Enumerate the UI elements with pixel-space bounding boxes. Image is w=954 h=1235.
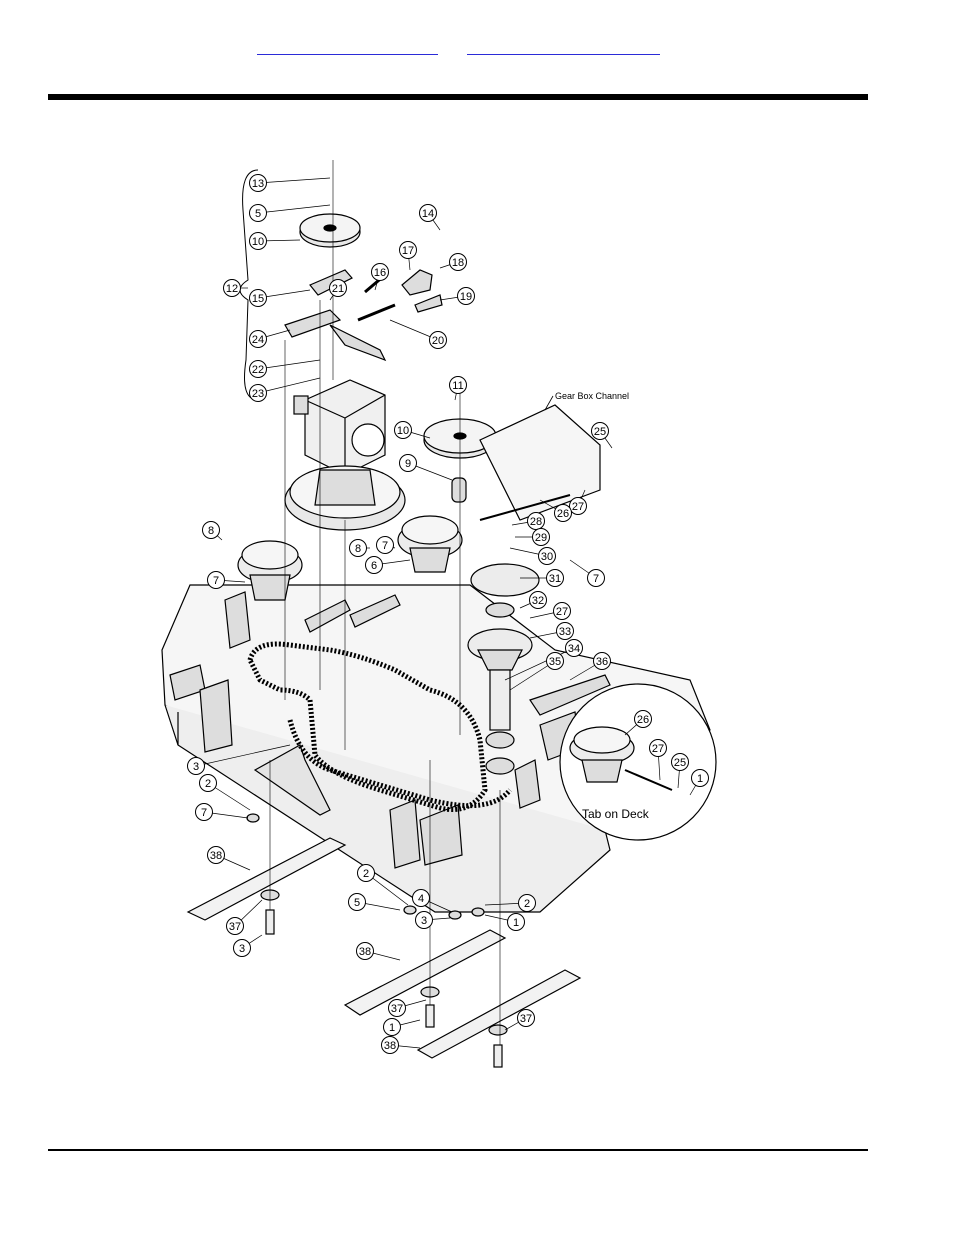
callout-7: 7: [570, 560, 605, 587]
callout-number: 8: [208, 525, 214, 537]
callout-number: 32: [532, 595, 544, 607]
callout-number: 10: [252, 236, 264, 248]
callout-number: 3: [193, 761, 199, 773]
callout-number: 9: [405, 458, 411, 470]
callout-number: 3: [421, 915, 427, 927]
callout-6: 6: [366, 557, 411, 574]
callout-17: 17: [400, 242, 417, 271]
callout-13: 13: [250, 175, 331, 192]
callout-number: 25: [674, 757, 686, 769]
callout-number: 38: [210, 850, 222, 862]
callout-24: 24: [250, 330, 291, 348]
mower-deck-exploded-diagram: Gear Box Channel Tab on Deck 13510121521…: [150, 140, 725, 1080]
callout-number: 38: [384, 1040, 396, 1052]
callout-number: 18: [452, 257, 464, 269]
callout-38: 38: [382, 1037, 421, 1054]
callout-number: 16: [374, 267, 386, 279]
callout-number: 30: [541, 551, 553, 563]
callout-20: 20: [390, 320, 447, 349]
callout-number: 8: [355, 543, 361, 555]
callout-number: 11: [452, 380, 463, 392]
callout-9: 9: [400, 455, 453, 481]
callout-number: 26: [637, 714, 649, 726]
callout-number: 4: [418, 893, 424, 905]
callout-38: 38: [208, 847, 251, 871]
callout-14: 14: [420, 205, 441, 231]
callout-number: 1: [697, 773, 703, 785]
blade-center: [345, 930, 505, 1015]
callout-10: 10: [250, 233, 301, 250]
callout-number: 7: [213, 575, 219, 587]
callout-number: 2: [363, 868, 369, 880]
gear-box-channel-label: Gear Box Channel: [555, 391, 629, 401]
callout-8: 8: [203, 522, 223, 541]
spindle-assembly-center: [398, 516, 462, 572]
callout-number: 29: [535, 532, 547, 544]
callout-number: 1: [513, 917, 519, 929]
header-link-2[interactable]: [467, 38, 660, 55]
callout-number: 22: [252, 364, 264, 376]
callout-number: 15: [252, 293, 264, 305]
callout-number: 19: [460, 291, 472, 303]
callout-number: 37: [391, 1003, 403, 1015]
callout-7: 7: [377, 537, 396, 554]
header-link-1[interactable]: [257, 38, 438, 55]
callout-number: 14: [422, 208, 434, 220]
callout-number: 26: [557, 508, 569, 520]
callout-1: 1: [485, 914, 525, 931]
callout-18: 18: [440, 254, 467, 271]
callout-number: 38: [359, 946, 371, 958]
callout-number: 17: [402, 245, 414, 257]
callout-number: 20: [432, 335, 444, 347]
callout-number: 2: [205, 778, 211, 790]
callout-number: 2: [524, 898, 530, 910]
callout-number: 27: [652, 743, 664, 755]
callout-37: 37: [389, 1000, 427, 1017]
callout-7: 7: [196, 804, 249, 821]
callout-number: 31: [549, 573, 561, 585]
callout-number: 7: [382, 540, 388, 552]
callout-number: 27: [572, 501, 584, 513]
callout-number: 7: [201, 807, 207, 819]
callout-3: 3: [416, 912, 451, 929]
callout-15: 15: [250, 290, 311, 307]
callout-30: 30: [510, 548, 556, 565]
callout-number: 27: [556, 606, 568, 618]
callout-number: 25: [594, 426, 606, 438]
callout-number: 21: [332, 283, 344, 295]
callout-number: 37: [229, 921, 241, 933]
callout-21: 21: [330, 280, 347, 301]
callout-number: 5: [354, 897, 360, 909]
callout-19: 19: [440, 288, 475, 305]
callout-number: 37: [520, 1013, 532, 1025]
callout-5: 5: [349, 894, 401, 911]
header-rule: [48, 94, 868, 100]
callout-number: 35: [549, 656, 561, 668]
callout-number: 6: [371, 560, 377, 572]
footer-rule: [48, 1149, 868, 1151]
callout-38: 38: [357, 943, 401, 961]
callout-1: 1: [384, 1019, 421, 1036]
callout-11: 11: [450, 377, 467, 401]
callout-32: 32: [520, 592, 547, 609]
callout-8: 8: [350, 540, 371, 557]
callout-number: 13: [252, 178, 264, 190]
callout-number: 7: [593, 573, 599, 585]
callout-number: 36: [596, 656, 608, 668]
callout-number: 28: [530, 516, 542, 528]
callout-33: 33: [530, 623, 574, 640]
callout-number: 33: [559, 626, 571, 638]
callout-29: 29: [515, 529, 550, 546]
callout-number: 5: [255, 208, 261, 220]
tab-on-deck-label: Tab on Deck: [582, 807, 650, 821]
callout-number: 34: [568, 643, 580, 655]
callout-number: 23: [252, 388, 264, 400]
callout-number: 12: [226, 283, 238, 295]
callout-number: 10: [397, 425, 409, 437]
callout-number: 1: [389, 1022, 395, 1034]
callout-number: 24: [252, 334, 264, 346]
callout-3: 3: [234, 935, 263, 957]
callout-number: 3: [239, 943, 245, 955]
